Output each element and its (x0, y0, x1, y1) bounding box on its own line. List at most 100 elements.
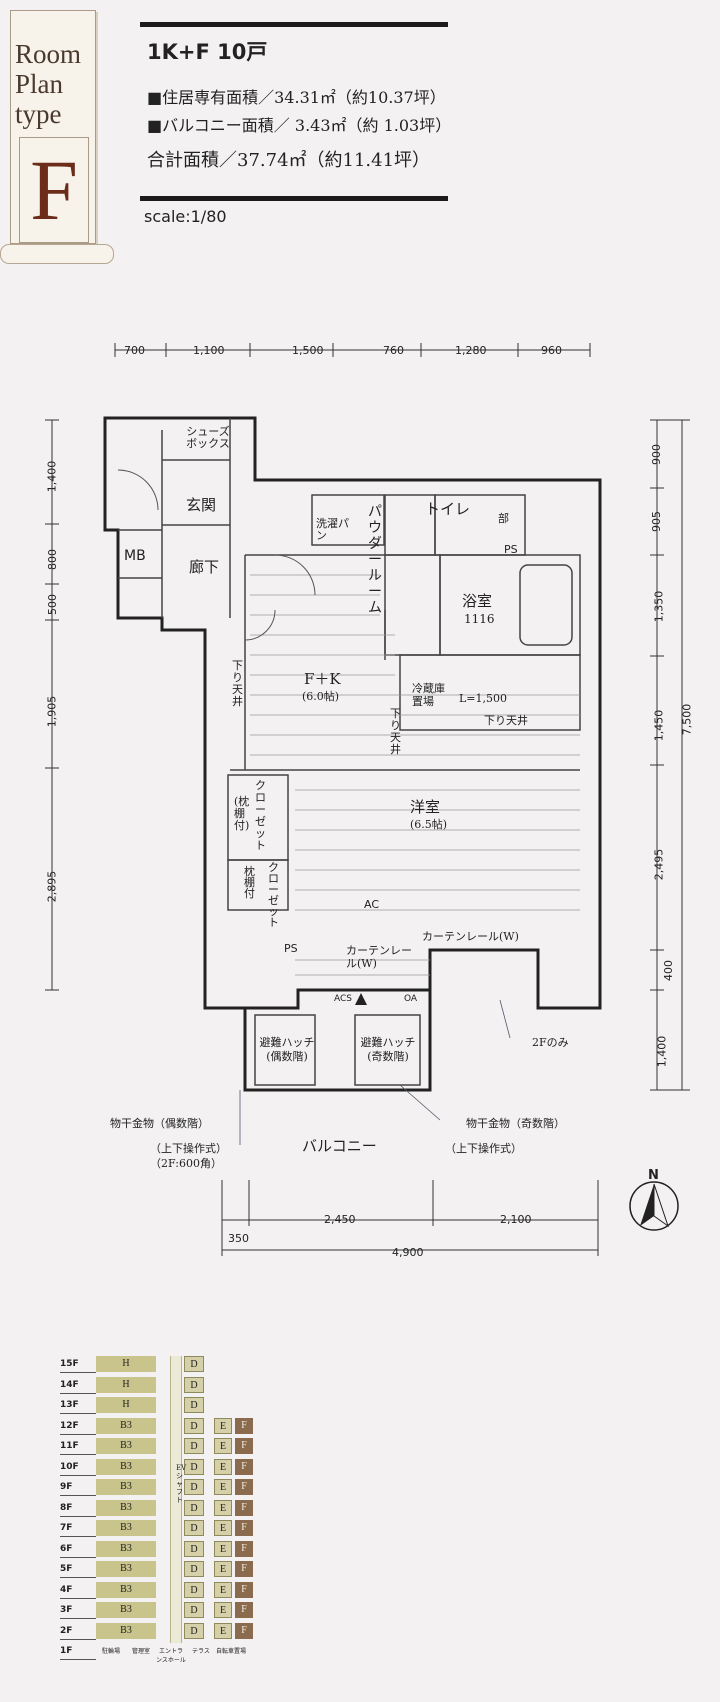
floor-label: 10F (60, 1461, 79, 1472)
label-bath-size: 1116 (464, 612, 495, 626)
unit-d-cell: D (184, 1581, 204, 1598)
label-sentaku-pan: 洗濯パン (316, 517, 349, 542)
unit-e-cell: E (214, 1602, 232, 1618)
unit-f-cell: F (235, 1479, 253, 1495)
floor-rule (60, 1372, 96, 1373)
unit-type-cell: B3 (96, 1438, 156, 1454)
label-you-size: (6.5帖) (410, 818, 448, 831)
floor-label: 11F (60, 1441, 79, 1451)
label-fk-size: (6.0帖) (302, 690, 340, 703)
first-floor-label: 管理室 (131, 1648, 150, 1655)
unit-type-cell: B3 (96, 1602, 156, 1618)
badge-plan: Plan (15, 69, 64, 99)
header-rule-top (140, 22, 448, 27)
floor-label: 14F (60, 1379, 79, 1390)
unit-d-cell: D (184, 1499, 204, 1516)
label-closet-2b: 枕棚付 (244, 865, 255, 900)
first-floor-label: 駐輪場 (101, 1648, 120, 1655)
floor-label: 15F (60, 1359, 79, 1369)
label-l1500: L=1,500 (459, 692, 508, 705)
label-hatch-odd: 避難ハッチ(奇数階) (360, 1036, 416, 1063)
header-rule-bottom (140, 196, 448, 201)
unit-type-cell: B3 (96, 1581, 156, 1598)
floor-rule (60, 1659, 96, 1660)
floor-label: 12F (60, 1420, 79, 1431)
label-ps-2: PS (284, 942, 298, 955)
label-sagari-2: 下り天井 (390, 707, 401, 756)
label-sousa-even: （上下操作式） (150, 1142, 227, 1155)
unit-type-cell: B3 (96, 1458, 156, 1475)
unit-f-cell: F (235, 1540, 253, 1557)
floor-rule (60, 1556, 96, 1558)
label-bath: 浴室 (462, 592, 493, 610)
first-floor-label: エントランスホール (156, 1648, 186, 1664)
dim-bottom-left: 350 (228, 1232, 249, 1245)
compass-icon (629, 1181, 679, 1231)
unit-d-cell: D (184, 1376, 204, 1393)
floor-label: 1F (60, 1646, 73, 1656)
unit-e-cell: E (214, 1499, 232, 1516)
floor-rule (60, 1577, 96, 1578)
unit-type-cell: B3 (96, 1622, 156, 1639)
label-mb: MB (124, 548, 146, 564)
label-hatch-even: 避難ハッチ(偶数階) (259, 1036, 315, 1063)
label-hoshi-even: 物干金物（偶数階） (110, 1117, 209, 1130)
label-hoshi-odd: 物干金物（奇数階） (466, 1117, 565, 1130)
floor-label: 5F (60, 1564, 73, 1574)
unit-type-cell: H (96, 1356, 156, 1372)
unit-d-cell: D (184, 1540, 204, 1557)
badge-letter: F (19, 137, 89, 243)
label-bu: 部 (498, 512, 509, 525)
floor-rule (60, 1536, 96, 1537)
label-sagari-3: 下り天井 (484, 714, 528, 727)
spec-area: ■住居専有面積／34.31㎡（約10.37坪） (147, 88, 446, 107)
floor-label: 6F (60, 1543, 73, 1554)
floor-label: 8F (60, 1502, 73, 1513)
unit-d-cell: D (184, 1458, 204, 1475)
label-ev-shaft: EVシャフト (176, 1464, 187, 1504)
label-genkan: 玄関 (186, 496, 217, 514)
unit-type-cell: B3 (96, 1520, 156, 1536)
unit-type-cell: B3 (96, 1479, 156, 1495)
floor-label: 3F (60, 1605, 73, 1615)
floor-label: 7F (60, 1523, 73, 1533)
label-curtain-2: カーテンレール(W) (422, 930, 519, 943)
unit-d-cell: D (184, 1561, 204, 1577)
floor-rule (60, 1413, 96, 1414)
label-rouka: 廊下 (189, 558, 220, 576)
floor-rule (60, 1515, 96, 1517)
label-closet-1: クローゼット (255, 779, 266, 852)
unit-type-cell: H (96, 1376, 156, 1393)
badge-room: Room (15, 39, 82, 69)
unit-f-cell: F (235, 1438, 253, 1454)
floor-label: 2F (60, 1625, 73, 1636)
compass-n: N (648, 1168, 659, 1183)
label-powder-room: パウダールーム (368, 504, 382, 616)
ev-shaft-column (170, 1356, 182, 1643)
floor-rule (60, 1474, 96, 1476)
room-plan-badge: Room Plan type F (10, 10, 96, 244)
floor-rule (60, 1638, 96, 1640)
unit-type-cell: B3 (96, 1540, 156, 1557)
label-shoe-box: シューズボックス (186, 425, 230, 450)
floor-rule (60, 1392, 96, 1394)
unit-e-cell: E (214, 1458, 232, 1475)
spec-balcony: ■バルコニー面積／ 3.43㎡（約 1.03坪） (147, 116, 452, 135)
unit-e-cell: E (214, 1581, 232, 1598)
unit-d-cell: D (184, 1622, 204, 1639)
floor-rule (60, 1597, 96, 1599)
label-fridge: 冷蔵庫置場 (412, 682, 445, 708)
label-balcony: バルコニー (302, 1137, 377, 1155)
unit-f-cell: F (235, 1581, 253, 1598)
first-floor-label: 自転車置場 (216, 1648, 247, 1655)
total-area: 合計面積／37.74㎡（約11.41坪） (147, 150, 431, 171)
label-acs: ACS (334, 994, 352, 1004)
unit-f-cell: F (235, 1622, 253, 1639)
unit-d-cell: D (184, 1602, 204, 1618)
label-sousa-2f: （2F:600角） (150, 1157, 222, 1170)
scroll-decoration (0, 244, 114, 264)
unit-e-cell: E (214, 1561, 232, 1577)
unit-f-cell: F (235, 1520, 253, 1536)
floor-label: 9F (60, 1482, 73, 1492)
